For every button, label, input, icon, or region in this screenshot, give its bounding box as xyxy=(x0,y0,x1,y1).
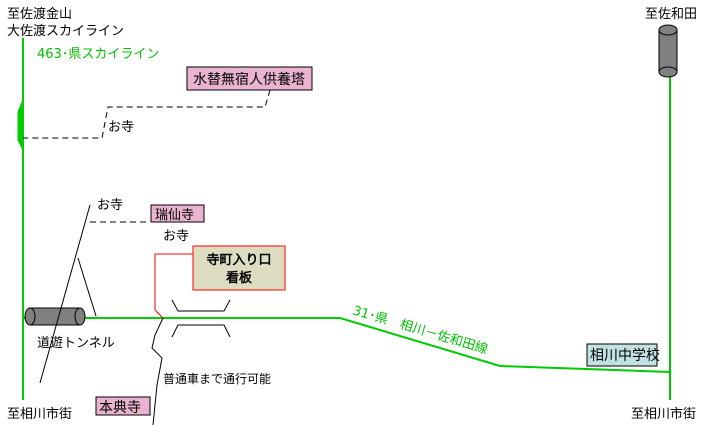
route-463-label: 463･県スカイライン xyxy=(37,47,159,62)
zuisenji-box[interactable]: 瑞仙寺 xyxy=(150,204,205,223)
temple-label: お寺 xyxy=(163,229,189,244)
hontenji-box[interactable]: 本典寺 xyxy=(95,396,151,416)
path-to-hontenji xyxy=(151,317,164,425)
left-road-bulge xyxy=(17,99,24,151)
roads xyxy=(17,38,671,400)
main-road xyxy=(23,317,671,373)
direction-aikawa-left: 至相川市街 xyxy=(7,406,72,422)
sign-pointer xyxy=(154,253,193,319)
school-label: 相川中学校 xyxy=(590,347,660,364)
vehicle-note: 普通車まで通行可能 xyxy=(163,372,271,386)
temple-label: お寺 xyxy=(97,198,123,213)
tunnel-top-right-icon xyxy=(658,24,678,78)
route-31-label: 31･県 相川－佐和田線 xyxy=(351,302,490,357)
direction-sado-kinzan: 至佐渡金山 xyxy=(7,6,72,22)
direction-sawata: 至佐和田 xyxy=(645,7,697,22)
sign-label-line1: 寺町入り口 xyxy=(206,252,271,268)
memorial-box[interactable]: 水替無宿人供養塔 xyxy=(186,66,313,91)
memorial-label: 水替無宿人供養塔 xyxy=(193,71,305,88)
sign-box[interactable]: 寺町入り口 看板 xyxy=(192,245,286,291)
trail-2 xyxy=(77,257,97,317)
douyu-tunnel-icon xyxy=(24,307,86,326)
direction-aikawa-right: 至相川市街 xyxy=(631,406,696,422)
hontenji-label: 本典寺 xyxy=(99,400,141,416)
zuisenji-label: 瑞仙寺 xyxy=(155,208,194,223)
path-to-memorial xyxy=(23,89,271,139)
school-box[interactable]: 相川中学校 xyxy=(586,343,660,367)
temple-label: お寺 xyxy=(108,120,134,135)
tunnel-label: 道遊トンネル xyxy=(37,336,115,351)
bridge-bottom xyxy=(171,324,231,338)
direction-osado-skyline: 大佐渡スカイライン xyxy=(7,23,124,39)
sign-label-line2: 看板 xyxy=(226,270,253,286)
bridge-top xyxy=(171,299,231,312)
trail-1 xyxy=(39,204,91,384)
